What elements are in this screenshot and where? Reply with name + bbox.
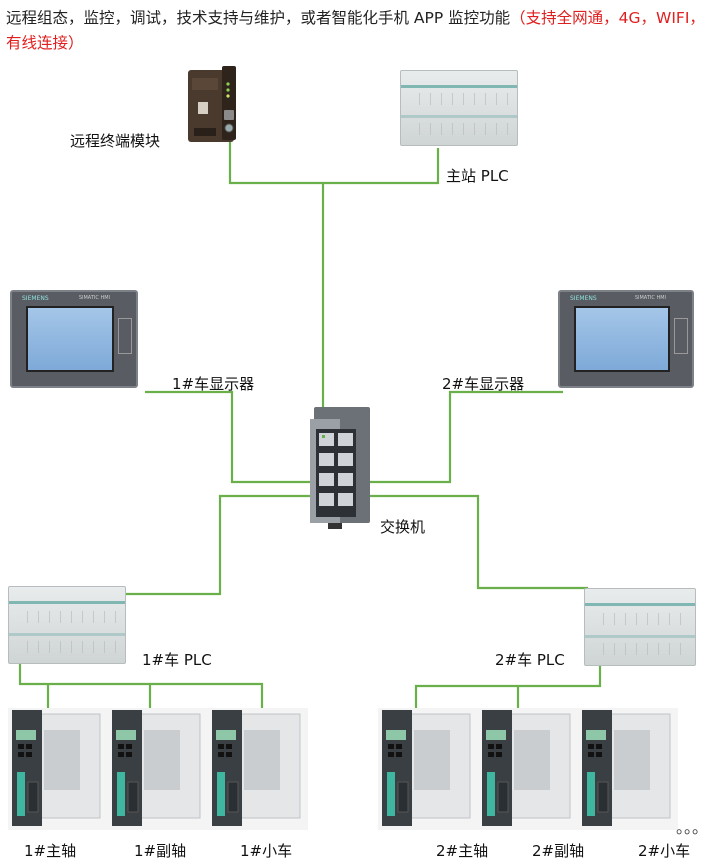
drive-1-main-icon	[8, 708, 108, 830]
drive-1-main-label: 1#主轴	[24, 842, 77, 860]
plc2-label: 2#车 PLC	[495, 651, 565, 669]
drive-1-aux-label: 1#副轴	[134, 842, 187, 860]
drive-2-aux-icon	[478, 708, 578, 830]
drive-2-aux-label: 2#副轴	[532, 842, 585, 860]
header-main-text: 远程组态，监控，调试，技术支持与维护，或者智能化手机 APP 监控功能	[6, 9, 511, 27]
plc1-icon	[8, 586, 126, 664]
drive-1-cart-label: 1#小车	[240, 842, 293, 860]
switch-label: 交换机	[380, 518, 426, 536]
drive-2-main-icon	[378, 708, 478, 830]
header-red-text: （支持全网通，4G，WIFI，有线连接）	[6, 9, 705, 52]
header-text: 远程组态，监控，调试，技术支持与维护，或者智能化手机 APP 监控功能（支持全网…	[6, 6, 706, 56]
hmi2-label: 2#车显示器	[442, 375, 525, 393]
drive-2-main-label: 2#主轴	[436, 842, 489, 860]
remote-module-label: 远程终端模块	[70, 132, 161, 150]
master-plc-label: 主站 PLC	[446, 167, 509, 185]
drive-2-cart-icon	[578, 708, 678, 830]
plc1-label: 1#车 PLC	[142, 651, 212, 669]
ethernet-switch-icon	[310, 407, 370, 529]
hmi1-label: 1#车显示器	[172, 375, 255, 393]
drive-2-cart-label: 2#小车	[638, 842, 691, 860]
drive-1-aux-icon	[108, 708, 208, 830]
plc2-icon	[584, 588, 696, 666]
master-plc-icon	[400, 70, 518, 146]
drive-1-cart-icon	[208, 708, 308, 830]
remote-terminal-icon	[188, 66, 236, 142]
more-drives-ellipsis: 。。。	[676, 818, 709, 837]
